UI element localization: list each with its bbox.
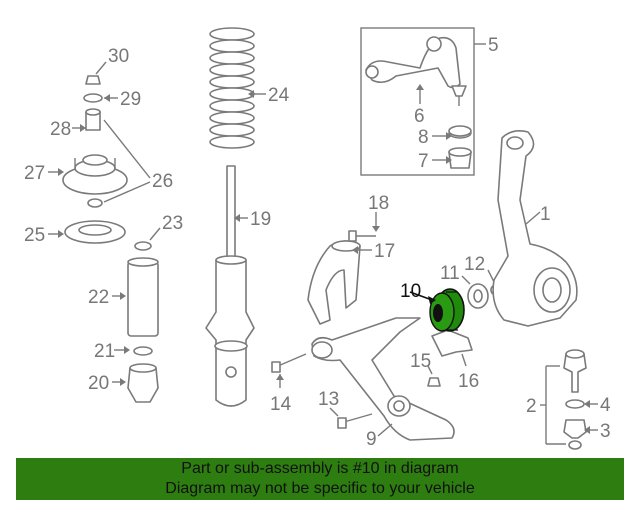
part-23-cap[interactable] — [134, 241, 152, 251]
part-27-strut-mount[interactable] — [62, 154, 128, 195]
callout-20[interactable]: 20 — [88, 373, 109, 394]
part-17-bracket[interactable] — [307, 240, 361, 325]
callout-18[interactable]: 18 — [368, 193, 389, 214]
part-ball-joint-cap[interactable] — [568, 440, 582, 450]
banner-line-1: Part or sub-assembly is #10 in diagram — [181, 460, 459, 477]
part-24-coil-spring[interactable] — [209, 27, 255, 149]
strut-mount-stack: 30 29 28 27 26 — [24, 46, 173, 246]
callout-22[interactable]: 22 — [88, 287, 109, 308]
part-8-bushing-washer[interactable] — [448, 125, 472, 139]
part-22-dust-boot[interactable] — [127, 257, 159, 337]
callout-15[interactable]: 15 — [410, 351, 431, 372]
callout-3[interactable]: 3 — [600, 421, 611, 442]
part-16-bracket[interactable] — [431, 329, 473, 357]
callout-23[interactable]: 23 — [162, 213, 183, 234]
callout-4[interactable]: 4 — [600, 395, 611, 416]
callout-14[interactable]: 14 — [270, 394, 292, 415]
callout-1[interactable]: 1 — [540, 204, 551, 225]
callout-25[interactable]: 25 — [24, 225, 45, 246]
callout-11[interactable]: 11 — [440, 263, 460, 284]
part-26-bushing[interactable] — [87, 198, 103, 208]
callout-6[interactable]: 6 — [414, 106, 425, 127]
part-13-bolt[interactable] — [337, 413, 373, 429]
callout-12[interactable]: 12 — [464, 254, 485, 275]
callout-26[interactable]: 26 — [152, 171, 173, 192]
part-4-washer[interactable] — [565, 399, 585, 409]
part-7-bushing[interactable] — [448, 147, 472, 169]
info-banner: Part or sub-assembly is #10 in diagram D… — [16, 458, 624, 500]
callout-21[interactable]: 21 — [94, 341, 115, 362]
part-18-bolt[interactable] — [348, 230, 376, 242]
part-25-spring-seat[interactable] — [64, 220, 126, 244]
part-15-bolt[interactable] — [427, 377, 441, 387]
part-21-washer[interactable] — [133, 346, 153, 356]
part-1-steering-knuckle[interactable] — [492, 130, 578, 327]
part-14-bolt[interactable] — [271, 353, 307, 373]
callout-28[interactable]: 28 — [50, 119, 71, 140]
part-19-strut[interactable] — [205, 165, 255, 407]
callout-30[interactable]: 30 — [108, 46, 129, 67]
callout-16[interactable]: 16 — [458, 371, 479, 392]
callout-8[interactable]: 8 — [418, 127, 429, 148]
callout-27[interactable]: 27 — [24, 163, 45, 184]
part-6-upper-control-arm[interactable] — [365, 36, 467, 106]
callout-13[interactable]: 13 — [318, 389, 339, 410]
part-9-lower-control-arm[interactable] — [311, 317, 455, 441]
callout-2[interactable]: 2 — [526, 396, 537, 417]
ball-joint-group: 4 3 2 — [526, 349, 611, 450]
callout-24[interactable]: 24 — [268, 85, 290, 106]
part-10-bushing[interactable] — [429, 288, 465, 332]
callout-5[interactable]: 5 — [488, 35, 499, 56]
callout-29[interactable]: 29 — [120, 89, 141, 110]
banner-line-2: Diagram may not be specific to your vehi… — [165, 480, 475, 497]
callout-17[interactable]: 17 — [374, 241, 395, 262]
suspension-exploded-diagram: 5 6 8 7 30 — [24, 27, 611, 450]
part-3-boot[interactable] — [563, 419, 587, 439]
boot-bumpstop-stack: 23 22 21 20 — [88, 213, 183, 403]
callout-19[interactable]: 19 — [250, 209, 271, 230]
callout-9[interactable]: 9 — [366, 429, 377, 450]
callout-10[interactable]: 10 — [400, 281, 421, 302]
part-20-bump-stop[interactable] — [127, 363, 159, 403]
part-29-washer[interactable] — [83, 93, 103, 103]
part-30-nut[interactable] — [85, 75, 101, 85]
upper-arm-inset: 5 6 8 7 — [360, 27, 499, 176]
callout-7[interactable]: 7 — [418, 151, 429, 172]
part-ball-joint-stud[interactable] — [563, 349, 587, 393]
part-11-bushing[interactable] — [467, 283, 489, 309]
part-28-bushing[interactable] — [85, 108, 101, 131]
